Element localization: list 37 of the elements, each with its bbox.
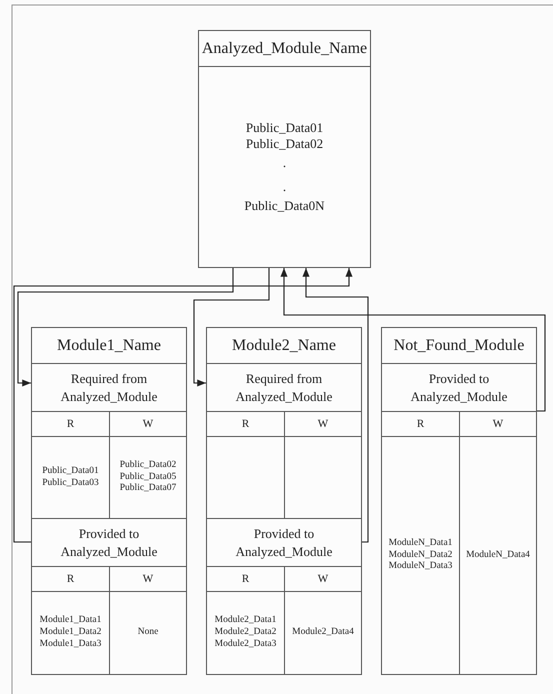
- data-list: ModuleN_Data4: [466, 550, 530, 562]
- data-list: Public_Data01 Public_Data03: [36, 466, 105, 490]
- column-header: R: [66, 417, 76, 432]
- data-list: Module2_Data1 Module2_Data2 Module2_Data3: [211, 615, 280, 651]
- data-item: .: [282, 155, 286, 171]
- column-header: R: [66, 572, 76, 587]
- data-list: ModuleN_Data1 ModuleN_Data2 ModuleN_Data3: [386, 538, 455, 574]
- column-header: R: [240, 417, 250, 432]
- module-card: [206, 327, 362, 674]
- module-name: Analyzed_Module_Name: [199, 31, 370, 67]
- section-title: Provided to Analyzed_Module: [32, 519, 186, 567]
- section-title: Provided to Analyzed_Module: [382, 364, 536, 412]
- column-header: R: [240, 572, 250, 587]
- connector-arrow: [13, 268, 353, 543]
- column-header: R: [416, 417, 426, 432]
- data-item: Public_Data01: [246, 120, 324, 136]
- column-header: W: [284, 412, 361, 436]
- column-header: W: [459, 412, 536, 436]
- column-header: W: [109, 412, 186, 436]
- connector-arrow: [280, 268, 546, 412]
- module-box: [198, 30, 371, 268]
- data-list: Module2_Data4: [292, 627, 354, 639]
- data-item: Public_Data0N: [244, 198, 325, 214]
- data-item: .: [282, 178, 286, 194]
- column-header: W: [109, 567, 186, 591]
- data-list: Public_Data02 Public_Data05 Public_Data07: [114, 460, 182, 496]
- connector-arrow: [302, 268, 369, 543]
- column-header: W: [284, 567, 361, 591]
- connector-arrow: [17, 268, 234, 387]
- connector-arrow: [193, 268, 270, 387]
- module-card: [31, 327, 187, 674]
- section-title: Provided to Analyzed_Module: [207, 519, 361, 567]
- section-title: Required from Analyzed_Module: [32, 364, 186, 412]
- data-item: Public_Data02: [246, 136, 324, 152]
- data-list: Module1_Data1 Module1_Data2 Module1_Data3: [36, 615, 105, 651]
- section-title: Required from Analyzed_Module: [207, 364, 361, 412]
- data-list: None: [138, 627, 158, 639]
